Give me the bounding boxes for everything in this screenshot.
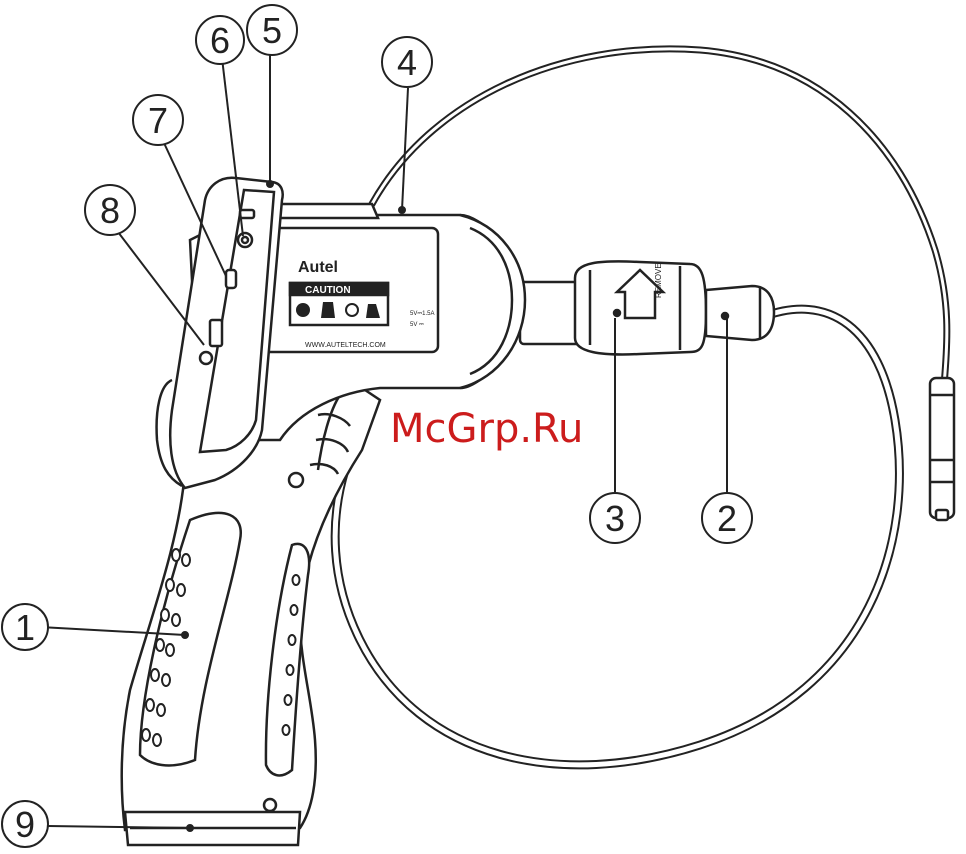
connector-direction-text: REMOVE: [654, 263, 663, 298]
callout-4: 4: [382, 37, 432, 87]
callout-9: 9: [2, 801, 48, 847]
callout-8: 8: [85, 185, 135, 235]
callout-8-label: 8: [100, 190, 120, 231]
callout-7: 7: [133, 95, 183, 145]
callout-6-label: 6: [210, 20, 230, 61]
callout-9-label: 9: [15, 804, 35, 845]
rating-label-2: 5V ⎓: [410, 322, 424, 328]
cable-connector: [520, 261, 774, 354]
callout-4-label: 4: [397, 42, 417, 83]
callout-5-label: 5: [262, 10, 282, 51]
brand-label: Autel: [298, 259, 338, 276]
callout-3: 3: [590, 493, 640, 543]
callout-1-label: 1: [15, 607, 35, 648]
rating-label-1: 5V⎓1.5A: [410, 311, 434, 317]
callout-2-label: 2: [717, 498, 737, 539]
callout-7-label: 7: [148, 100, 168, 141]
website-label: WWW.AUTELTECH.COM: [305, 342, 386, 349]
watermark-text: McGrp.Ru: [390, 406, 583, 452]
probe-tip: [930, 378, 954, 520]
caution-label: CAUTION: [305, 285, 351, 296]
callout-1: 1: [2, 604, 48, 650]
callout-2: 2: [702, 493, 752, 543]
callout-6: 6: [196, 16, 244, 64]
callout-3-label: 3: [605, 498, 625, 539]
callout-5: 5: [247, 5, 297, 55]
